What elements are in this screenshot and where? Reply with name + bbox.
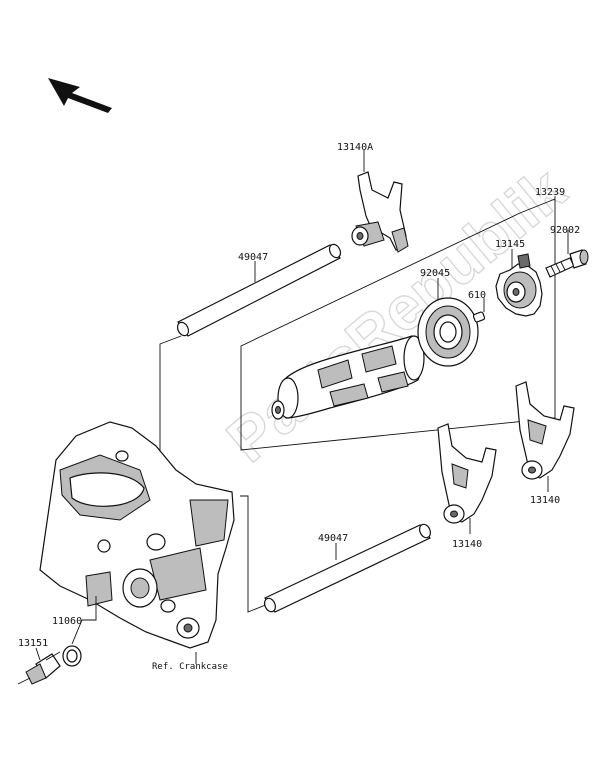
label-13151: 13151 <box>18 638 48 649</box>
label-13140-middle: 13140 <box>452 539 482 550</box>
shift-fork-13140-right <box>515 381 575 480</box>
label-13145: 13145 <box>495 239 525 250</box>
label-92045: 92045 <box>420 268 450 279</box>
shaft-lower-leader <box>240 495 269 613</box>
neutral-switch-13151 <box>17 651 61 685</box>
label-13239: 13239 <box>535 187 565 198</box>
label-13140a: 13140A <box>337 142 373 153</box>
pin-610 <box>472 311 486 323</box>
shift-rod-lower <box>263 523 432 613</box>
shift-fork-13140a <box>351 171 409 253</box>
bearing-92045 <box>417 297 479 367</box>
label-49047-lower: 49047 <box>318 533 348 544</box>
reference-crankcase-label: Ref. Crankcase <box>152 662 228 672</box>
label-11060: 11060 <box>52 616 82 627</box>
shaft-upper-leader <box>159 335 182 468</box>
drum-assembly-frame <box>240 198 556 451</box>
shift-drum <box>271 335 425 420</box>
bolt-92002 <box>545 249 589 278</box>
front-arrow-icon <box>48 78 112 113</box>
washer-11060 <box>62 645 82 667</box>
label-92002: 92002 <box>550 225 580 236</box>
label-13140-right: 13140 <box>530 495 560 506</box>
shift-drum-star-13145 <box>495 253 543 317</box>
label-610: 610 <box>468 290 486 301</box>
crankcase-section <box>39 421 235 649</box>
shift-fork-13140-middle <box>437 423 497 524</box>
shift-rod-upper <box>176 243 342 337</box>
label-49047-upper: 49047 <box>238 252 268 263</box>
